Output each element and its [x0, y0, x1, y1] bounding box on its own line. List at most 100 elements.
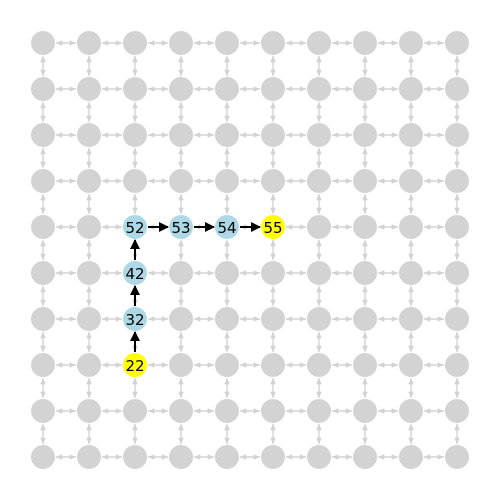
grid-node-65 [261, 169, 285, 193]
grid-node-63 [169, 169, 193, 193]
grid-node-04 [215, 445, 239, 469]
grid-node-94 [215, 31, 239, 55]
grid-node-24 [215, 353, 239, 377]
grid-node-74 [215, 123, 239, 147]
grid-node-10 [31, 399, 55, 423]
grid-node-98 [399, 31, 423, 55]
node-label-22: 22 [125, 357, 144, 375]
grid-node-38 [399, 307, 423, 331]
edges-layer [40, 40, 460, 460]
grid-node-96 [307, 31, 331, 55]
grid-node-08 [399, 445, 423, 469]
grid-node-60 [31, 169, 55, 193]
grid-node-82 [123, 77, 147, 101]
grid-node-09 [445, 445, 469, 469]
grid-node-75 [261, 123, 285, 147]
path-node-32 [123, 307, 147, 331]
start-node-22 [123, 353, 147, 377]
grid-node-81 [77, 77, 101, 101]
grid-node-18 [399, 399, 423, 423]
grid-node-67 [353, 169, 377, 193]
goal-node-55 [261, 215, 285, 239]
grid-node-92 [123, 31, 147, 55]
grid-node-95 [261, 31, 285, 55]
node-label-54: 54 [217, 219, 236, 237]
node-label-42: 42 [125, 265, 144, 283]
grid-node-30 [31, 307, 55, 331]
grid-node-59 [445, 215, 469, 239]
grid-node-26 [307, 353, 331, 377]
grid-node-15 [261, 399, 285, 423]
grid-node-70 [31, 123, 55, 147]
grid-node-51 [77, 215, 101, 239]
path-node-52 [123, 215, 147, 239]
grid-node-58 [399, 215, 423, 239]
grid-node-50 [31, 215, 55, 239]
grid-node-47 [353, 261, 377, 285]
grid-node-85 [261, 77, 285, 101]
path-node-42 [123, 261, 147, 285]
node-label-53: 53 [171, 219, 190, 237]
grid-node-73 [169, 123, 193, 147]
grid-node-56 [307, 215, 331, 239]
grid-node-79 [445, 123, 469, 147]
grid-node-11 [77, 399, 101, 423]
grid-node-12 [123, 399, 147, 423]
grid-node-43 [169, 261, 193, 285]
grid-node-83 [169, 77, 193, 101]
grid-node-45 [261, 261, 285, 285]
grid-node-69 [445, 169, 469, 193]
grid-node-84 [215, 77, 239, 101]
grid-node-89 [445, 77, 469, 101]
grid-node-07 [353, 445, 377, 469]
grid-node-14 [215, 399, 239, 423]
grid-node-02 [123, 445, 147, 469]
grid-node-77 [353, 123, 377, 147]
nodes-layer: 22 32 42 52 53 54 55 [31, 31, 469, 469]
grid-node-41 [77, 261, 101, 285]
grid-node-48 [399, 261, 423, 285]
grid-node-68 [399, 169, 423, 193]
grid-node-72 [123, 123, 147, 147]
grid-node-21 [77, 353, 101, 377]
grid-node-49 [445, 261, 469, 285]
grid-node-16 [307, 399, 331, 423]
grid-node-25 [261, 353, 285, 377]
grid-node-34 [215, 307, 239, 331]
grid-node-37 [353, 307, 377, 331]
node-label-55: 55 [263, 219, 282, 237]
grid-node-90 [31, 31, 55, 55]
grid-node-36 [307, 307, 331, 331]
node-label-32: 32 [125, 311, 144, 329]
grid-node-31 [77, 307, 101, 331]
path-node-53 [169, 215, 193, 239]
grid-node-39 [445, 307, 469, 331]
grid-node-76 [307, 123, 331, 147]
grid-node-80 [31, 77, 55, 101]
grid-node-99 [445, 31, 469, 55]
grid-node-64 [215, 169, 239, 193]
node-label-52: 52 [125, 219, 144, 237]
grid-node-66 [307, 169, 331, 193]
grid-node-13 [169, 399, 193, 423]
grid-node-33 [169, 307, 193, 331]
grid-node-61 [77, 169, 101, 193]
grid-node-62 [123, 169, 147, 193]
path-node-54 [215, 215, 239, 239]
grid-node-57 [353, 215, 377, 239]
grid-node-01 [77, 445, 101, 469]
grid-node-93 [169, 31, 193, 55]
grid-node-91 [77, 31, 101, 55]
path-edges-layer [130, 222, 261, 352]
grid-node-27 [353, 353, 377, 377]
grid-node-03 [169, 445, 193, 469]
grid-node-40 [31, 261, 55, 285]
grid-node-71 [77, 123, 101, 147]
grid-node-87 [353, 77, 377, 101]
grid-node-20 [31, 353, 55, 377]
grid-node-17 [353, 399, 377, 423]
grid-node-44 [215, 261, 239, 285]
grid-node-05 [261, 445, 285, 469]
grid-node-19 [445, 399, 469, 423]
